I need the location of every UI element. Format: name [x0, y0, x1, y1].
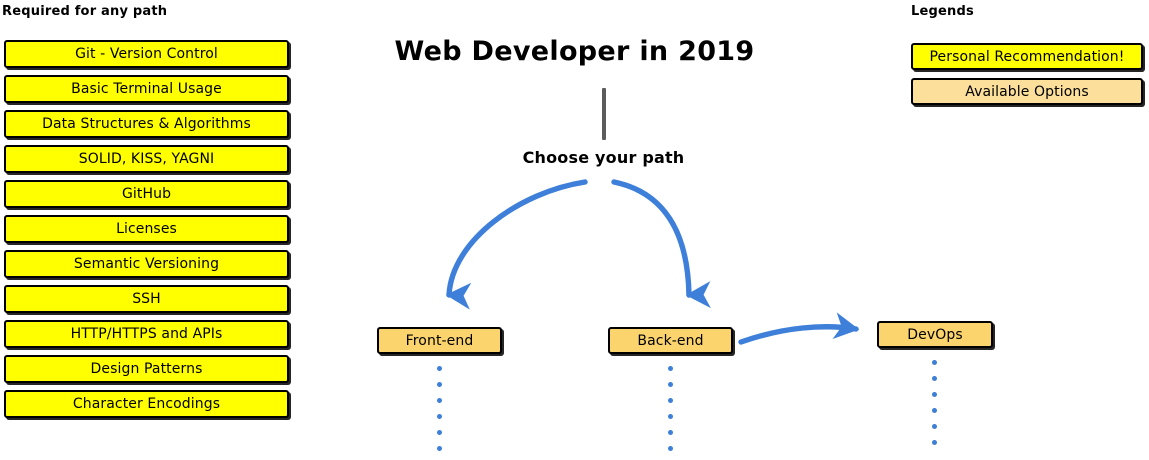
dot: [668, 398, 673, 403]
required-section-heading: Required for any path: [2, 4, 168, 19]
dot: [437, 382, 442, 387]
dot: [668, 366, 673, 371]
dot: [437, 398, 442, 403]
dot: [437, 414, 442, 419]
required-skill-item[interactable]: Data Structures & Algorithms: [4, 110, 289, 138]
continuation-dots-backend: [668, 366, 673, 451]
dot: [668, 446, 673, 451]
arrow-to-backend: [611, 179, 711, 309]
arrow-backend-to-devops: [738, 312, 860, 345]
dot: [932, 424, 937, 429]
dot: [437, 366, 442, 371]
dot: [668, 414, 673, 419]
path-node-devops[interactable]: DevOps: [877, 321, 993, 348]
required-skill-item[interactable]: Git - Version Control: [4, 40, 289, 68]
continuation-dots-frontend: [437, 366, 442, 451]
legend-list: Personal Recommendation! Available Optio…: [911, 43, 1143, 113]
dot: [668, 430, 673, 435]
dot: [668, 382, 673, 387]
required-skill-item[interactable]: Design Patterns: [4, 355, 289, 383]
required-skill-item[interactable]: Licenses: [4, 215, 289, 243]
legend-item-available-options: Available Options: [911, 78, 1143, 105]
legend-item-personal-recommendation: Personal Recommendation!: [911, 43, 1143, 70]
path-node-front-end[interactable]: Front-end: [377, 327, 502, 354]
required-skill-item[interactable]: Character Encodings: [4, 390, 289, 418]
page-title: Web Developer in 2019: [394, 36, 755, 67]
continuation-dots-devops: [932, 360, 937, 445]
dot: [932, 440, 937, 445]
required-skill-item[interactable]: SOLID, KISS, YAGNI: [4, 145, 289, 173]
arrow-to-frontend: [445, 179, 588, 310]
title-stem-connector: [602, 88, 606, 140]
choose-path-label: Choose your path: [522, 148, 685, 167]
required-skill-item[interactable]: SSH: [4, 285, 289, 313]
dot: [932, 360, 937, 365]
required-skill-item[interactable]: Semantic Versioning: [4, 250, 289, 278]
path-node-back-end[interactable]: Back-end: [608, 327, 733, 354]
dot: [437, 446, 442, 451]
dot: [437, 430, 442, 435]
required-skills-list: Git - Version Control Basic Terminal Usa…: [4, 40, 289, 425]
legends-section-heading: Legends: [911, 4, 974, 19]
required-skill-item[interactable]: Basic Terminal Usage: [4, 75, 289, 103]
required-skill-item[interactable]: GitHub: [4, 180, 289, 208]
required-skill-item[interactable]: HTTP/HTTPS and APIs: [4, 320, 289, 348]
dot: [932, 376, 937, 381]
dot: [932, 408, 937, 413]
dot: [932, 392, 937, 397]
